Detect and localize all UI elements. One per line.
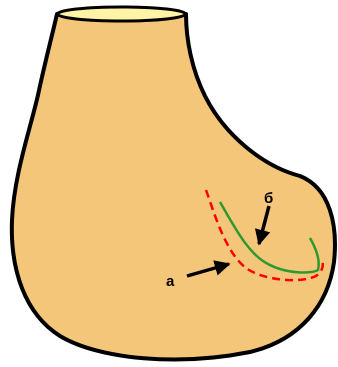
- label-a: а: [166, 273, 175, 290]
- stomach-outline: [12, 14, 335, 359]
- label-b: б: [264, 190, 273, 207]
- stomach-opening: [58, 7, 186, 21]
